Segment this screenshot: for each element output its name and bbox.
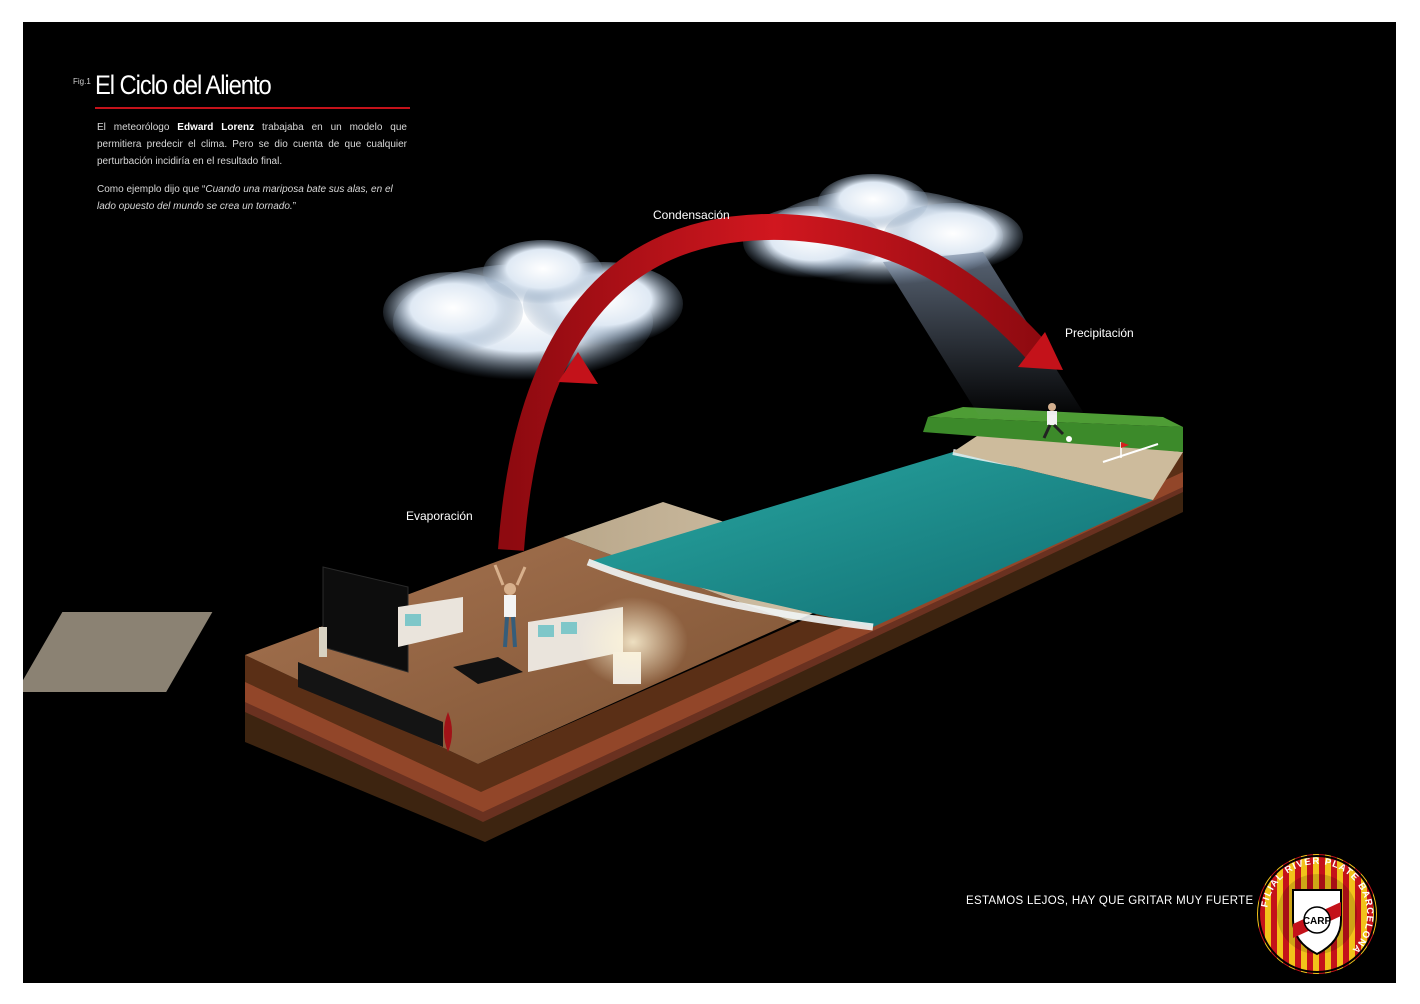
precipitation-label: Precipitación bbox=[1065, 326, 1134, 340]
lamp-glow bbox=[578, 597, 688, 687]
logo-monogram: CARP bbox=[1303, 916, 1332, 927]
quote-lead: Como ejemplo dijo que “ bbox=[97, 184, 206, 195]
condensation-label: Condensación bbox=[653, 208, 730, 222]
tv-cabinet bbox=[298, 662, 443, 747]
intro-name: Edward Lorenz bbox=[177, 122, 255, 133]
evaporation-label: Evaporación bbox=[406, 509, 473, 523]
water-cycle-illustration bbox=[23, 174, 1183, 842]
intro-paragraph: El meteorólogo Edward Lorenz trabajaba e… bbox=[97, 119, 407, 170]
vase bbox=[444, 712, 452, 752]
intro-text: El meteorólogo bbox=[97, 122, 178, 133]
corner-flag-cloth bbox=[1121, 442, 1129, 448]
sofa-back bbox=[398, 597, 463, 647]
curved-arrow-icon bbox=[498, 213, 1063, 551]
quote-close: ” bbox=[292, 201, 297, 212]
rain bbox=[883, 252, 1083, 422]
cheering-fan bbox=[493, 564, 527, 648]
title-divider bbox=[95, 107, 410, 109]
coffee-table bbox=[453, 657, 523, 684]
cushion bbox=[538, 625, 554, 637]
living-room bbox=[23, 564, 688, 752]
river-plate-crest-icon: FILIAL RIVER PLATE BARCELONA CARP bbox=[1257, 854, 1377, 974]
wave-foam-front bbox=[586, 558, 874, 631]
fig-label: Fig.1 bbox=[73, 77, 91, 86]
cushion bbox=[561, 622, 577, 634]
quote-paragraph: Como ejemplo dijo que “Cuando una maripo… bbox=[97, 181, 407, 215]
quote-text: Cuando una mariposa bate sus alas, en el… bbox=[97, 184, 393, 212]
slogan: ESTAMOS LEJOS, HAY QUE GRITAR MUY FUERTE bbox=[966, 895, 1254, 907]
sea bbox=[588, 452, 1153, 627]
rug bbox=[23, 612, 213, 692]
page-title: El Ciclo del Aliento bbox=[95, 70, 272, 100]
football-pitch bbox=[923, 417, 1183, 452]
intro-text: trabajaba en un modelo que permitiera pr… bbox=[97, 122, 407, 167]
poster: Fig.1 El Ciclo del Aliento El meteorólog… bbox=[23, 22, 1396, 983]
bottle bbox=[319, 627, 327, 657]
far-beach-sand bbox=[953, 432, 1183, 500]
cushion bbox=[405, 614, 421, 626]
pitch-line bbox=[1102, 443, 1159, 463]
tv-screen bbox=[322, 566, 409, 673]
